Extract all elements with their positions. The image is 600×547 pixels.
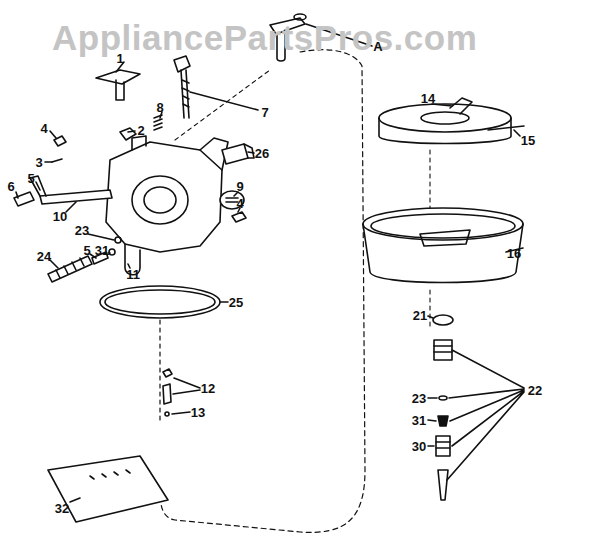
callout-number: 1 xyxy=(116,52,123,65)
callout-number: 14 xyxy=(421,92,435,105)
callout-number: 5 xyxy=(83,244,90,257)
callout-number: 2 xyxy=(137,124,144,137)
callout-number: A xyxy=(373,40,382,53)
callout-number: 23 xyxy=(412,392,426,405)
callout-number: 7 xyxy=(261,106,268,119)
callout-number: 26 xyxy=(255,147,269,160)
callout-number: 12 xyxy=(201,382,215,395)
callout-number: 30 xyxy=(412,440,426,453)
callout-number: 16 xyxy=(507,247,521,260)
callout-number: 9 xyxy=(236,180,243,193)
callout-number: 32 xyxy=(55,502,69,515)
callout-number: 4 xyxy=(236,197,243,210)
callout-number: 4 xyxy=(40,122,47,135)
callout-number: 22 xyxy=(528,384,542,397)
callout-number: 31 xyxy=(95,244,109,257)
callout-number: 23 xyxy=(75,224,89,237)
callout-number: 10 xyxy=(53,210,67,223)
callout-number: 25 xyxy=(229,296,243,309)
callout-number: 5 xyxy=(27,172,34,185)
watermark: AppliancePartsPros.com xyxy=(52,20,477,55)
callout-number: 3 xyxy=(35,156,42,169)
callout-number: 6 xyxy=(7,180,14,193)
callout-number: 8 xyxy=(156,101,163,114)
callout-number: 31 xyxy=(412,414,426,427)
callout-number: 21 xyxy=(413,309,427,322)
callout-number: 15 xyxy=(521,134,535,147)
callout-number: 24 xyxy=(37,250,51,263)
callout-number: 13 xyxy=(191,406,205,419)
callout-number: 11 xyxy=(126,268,140,281)
